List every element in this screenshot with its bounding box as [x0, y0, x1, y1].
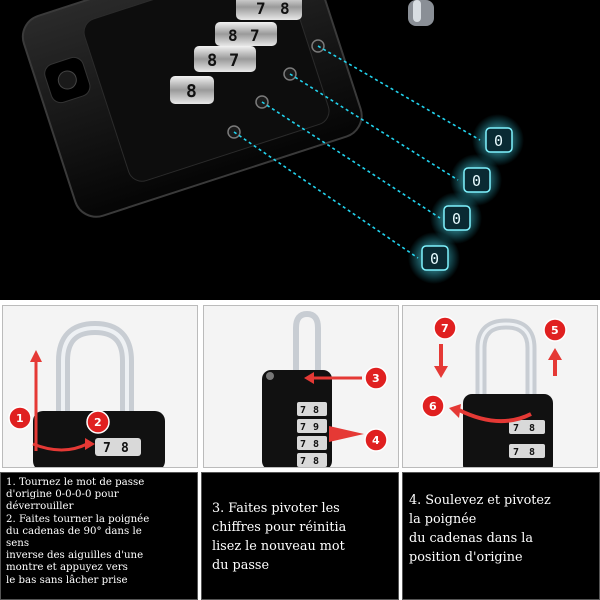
shackle-tip [408, 0, 434, 26]
reset-digit: 0 [452, 210, 461, 228]
pointer-arrow [329, 426, 364, 442]
lock-body [21, 0, 363, 218]
svg-text:8: 8 [313, 405, 319, 416]
svg-text:8: 8 [313, 456, 319, 467]
caption-line: déverrouiller [6, 501, 74, 513]
hero-closeup: 7 8 8 7 8 7 8 [0, 0, 600, 300]
shackle [293, 310, 321, 374]
svg-text:7: 7 [441, 322, 449, 335]
caption-line: la poignée [409, 512, 477, 527]
wheel-digit: 7 [229, 51, 239, 71]
rotate-arrow [458, 408, 532, 424]
wheel-digit: 8 [280, 0, 290, 18]
hero-illustration: 7 8 8 7 8 7 8 [21, 0, 524, 284]
wheel-digit: 8 [228, 26, 238, 45]
caption-line: le bas sans lâcher prise [6, 574, 128, 586]
rotate-arrow [32, 442, 88, 452]
caption-line: 3. Faites pivoter les [212, 501, 340, 516]
step-panel-1: 7 8 1 2 [2, 305, 198, 468]
svg-text:5: 5 [551, 324, 559, 337]
wheel [95, 438, 141, 456]
svg-text:8: 8 [529, 447, 535, 458]
wheel-digit: 8 [207, 51, 217, 71]
reset-digit-box: 0 [472, 114, 524, 166]
svg-text:3: 3 [372, 372, 380, 385]
wheel-row: 7 8 [297, 453, 327, 467]
indicator-dots [227, 39, 325, 139]
reset-digit-box: 0 [408, 232, 460, 284]
svg-text:7: 7 [300, 456, 306, 467]
caption-line: du passe [212, 558, 270, 573]
wheel-row: 7 8 [509, 444, 545, 458]
step-badge: 5 [543, 318, 567, 342]
wheel-row: 7 8 [297, 436, 327, 450]
caption-line: inverse des aiguilles d'une [6, 550, 144, 562]
caption-line: position d'origine [409, 550, 523, 565]
wheel-digit: 8 [186, 81, 197, 102]
wheel-row: 8 [170, 76, 214, 104]
caption-line: 2. Faites tourner la poignée [6, 513, 150, 525]
step-badge: 3 [364, 366, 388, 390]
step-badge: 6 [421, 394, 445, 418]
step1-illustration: 7 8 1 2 [8, 320, 165, 467]
step-badge: 4 [364, 428, 388, 452]
caption-line: d'origine 0-0-0-0 pour [6, 489, 119, 501]
shackle [475, 318, 537, 402]
svg-text:1: 1 [16, 412, 24, 425]
caption-line: 4. Soulevez et pivotez [409, 493, 551, 508]
wheel-digit: 7 [103, 441, 111, 456]
svg-text:2: 2 [94, 416, 102, 429]
svg-text:7: 7 [300, 439, 306, 450]
caption-step-2: 3. Faites pivoter les chiffres pour réin… [201, 472, 399, 600]
caption-line: sens [6, 538, 30, 550]
wheel-row: 7 8 [236, 0, 302, 20]
reset-digits: 0 0 0 0 [408, 114, 524, 284]
step3-illustration: 7 8 7 8 7 5 6 [421, 316, 567, 467]
wheel-row: 8 7 [194, 46, 256, 72]
svg-text:4: 4 [372, 434, 380, 447]
wheel-row: 7 9 [297, 419, 327, 433]
reset-digit: 0 [494, 132, 503, 150]
caption-step-1: 1. Tournez le mot de passe d'origine 0-0… [0, 472, 198, 600]
caption-line: chiffres pour réinitia [212, 520, 347, 535]
hero-wheels: 7 8 8 7 8 7 8 [170, 0, 302, 104]
wheel-row: 7 8 [297, 402, 327, 416]
svg-text:7: 7 [513, 423, 519, 434]
svg-text:8: 8 [529, 423, 535, 434]
caption-line: montre et appuyez vers [6, 562, 128, 574]
reset-digit: 0 [472, 172, 481, 190]
wheel-digit: 7 [256, 0, 266, 18]
caption-line: lisez le nouveau mot [212, 539, 345, 554]
guide-lines [233, 45, 481, 259]
caption-line: 1. Tournez le mot de passe [6, 477, 145, 488]
caption-line: du cadenas de 90° dans le [6, 525, 142, 537]
step2-illustration: 7 8 7 9 7 8 7 8 3 [262, 310, 388, 467]
wheel-row: 8 7 [215, 22, 277, 46]
wheel-digit: 7 [250, 26, 260, 45]
wheel-digit: 8 [121, 441, 129, 456]
svg-text:7: 7 [300, 405, 306, 416]
reset-digit-box: 0 [430, 192, 482, 244]
step-badge: 2 [86, 410, 110, 434]
svg-text:7: 7 [513, 447, 519, 458]
caption-line: du cadenas dans la [409, 531, 533, 546]
svg-text:8: 8 [313, 439, 319, 450]
caption-step-3: 4. Soulevez et pivotez la poignée du cad… [402, 472, 600, 600]
shackle [56, 320, 134, 418]
wheel-row: 7 8 [509, 420, 545, 434]
svg-text:6: 6 [429, 400, 437, 413]
svg-text:7: 7 [300, 422, 306, 433]
svg-text:9: 9 [313, 422, 319, 433]
step-badge: 1 [8, 406, 32, 430]
step-badge: 7 [433, 316, 457, 340]
step-panel-2: 7 8 7 9 7 8 7 8 3 [203, 305, 399, 468]
reset-digit: 0 [430, 250, 439, 268]
step-panel-3: 7 8 7 8 7 5 6 [402, 305, 598, 468]
